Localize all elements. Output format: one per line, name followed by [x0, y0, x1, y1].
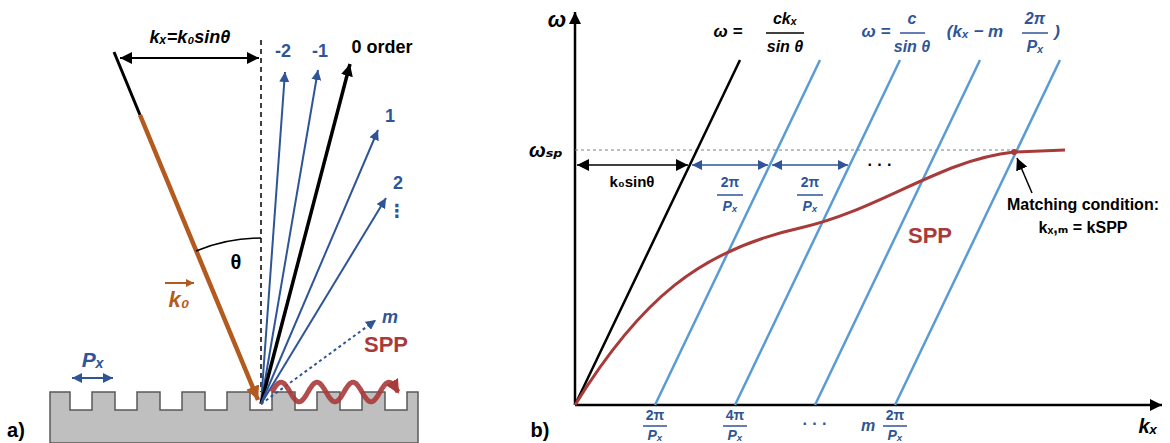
kx-axis	[575, 404, 1162, 407]
fraction-bar	[900, 32, 925, 34]
fraction-bar	[723, 425, 747, 427]
omega-sp-label: ωₛₚ	[529, 139, 563, 161]
matching-point	[1011, 149, 1017, 155]
annotation: kₓ,ₘ = kSPP	[1039, 219, 1128, 237]
omega-axis	[574, 12, 577, 405]
equation-part: ω =	[714, 23, 743, 42]
fraction-part: 2π	[886, 408, 905, 423]
ellipsis: · · ·	[803, 415, 828, 433]
spp-wave	[272, 382, 398, 402]
equation-part: ω =	[862, 23, 891, 42]
fraction-part: Pₓ	[888, 428, 903, 443]
order-label: 0 order	[351, 38, 412, 58]
incident-wavevector	[140, 115, 258, 400]
grating-vector-arrow	[772, 164, 848, 166]
order-label: 1	[385, 107, 395, 127]
fraction-bar	[643, 425, 667, 427]
order-label: -1	[312, 42, 328, 62]
wavevector-component: kₓ=k₀sinθ	[150, 28, 231, 48]
fraction-bar	[766, 32, 804, 34]
fraction-part: m	[861, 417, 875, 435]
k0sin-arrow	[577, 164, 688, 166]
fraction-part: Pₓ	[648, 428, 663, 443]
equation-part: sin θ	[894, 38, 930, 56]
diffraction-order-ray	[261, 198, 386, 404]
fraction-part: Pₓ	[723, 199, 738, 214]
fraction-bar	[717, 194, 743, 196]
equation-part: (kₓ − m	[947, 23, 1003, 42]
fraction-bar	[1022, 32, 1048, 34]
grating-vector-arrow	[692, 164, 768, 166]
diffracted-light-line	[735, 60, 900, 405]
order-label: -2	[275, 42, 291, 62]
equation-part: ckₓ	[773, 10, 797, 28]
fraction-part: 2π	[646, 408, 665, 423]
diffraction-order-ray	[261, 130, 378, 404]
diffraction-order-ray	[261, 70, 318, 404]
diffracted-light-line	[815, 60, 980, 405]
spp-dispersion-curve	[575, 150, 1065, 405]
spp-label: SPP	[908, 224, 952, 248]
light-line	[575, 60, 740, 405]
panel-label: a)	[7, 419, 25, 441]
fraction-bar	[883, 425, 907, 427]
fraction-part: 4π	[726, 408, 745, 423]
kx-dimension-arrow	[120, 57, 259, 59]
diffracted-light-line	[895, 60, 1060, 405]
equation-part: )	[1054, 23, 1060, 42]
fraction-part: 2π	[721, 175, 740, 190]
period-label: Pₓ	[82, 348, 104, 371]
panel-label: b)	[531, 419, 550, 441]
annotation: Matching condition:	[1007, 196, 1159, 214]
metal-grating	[50, 392, 418, 443]
order-label: 2	[393, 174, 403, 194]
ellipsis: · · ·	[868, 156, 893, 174]
axis-label: ω	[548, 8, 566, 32]
omega-sp-level	[575, 150, 1016, 151]
fraction-part: 2π	[801, 175, 820, 190]
period-arrow	[72, 377, 113, 379]
axis-label: kₓ	[1138, 415, 1157, 437]
fraction-bar	[797, 194, 823, 196]
order-label: m	[382, 308, 398, 328]
equation-part: sin θ	[767, 38, 803, 56]
equation-part: c	[908, 10, 917, 28]
vector-arrow	[165, 282, 194, 284]
angle-arc	[196, 238, 261, 251]
equation-part: 2π	[1025, 10, 1045, 28]
wavevector-label: k₀	[169, 288, 190, 312]
angle-symbol: θ	[231, 251, 242, 273]
incident-ray-tail	[114, 52, 140, 115]
equation-part: Pₓ	[1027, 38, 1044, 56]
leader-arrow	[1017, 158, 1032, 193]
spp-label: SPP	[364, 333, 408, 357]
surface-normal	[260, 40, 262, 392]
order-label: ⋮	[388, 202, 406, 222]
dimension-label: k₀sinθ	[610, 174, 655, 191]
fraction-part: Pₓ	[728, 428, 743, 443]
diffracted-light-line	[655, 60, 820, 405]
zero-order-ray	[261, 64, 350, 404]
fraction-part: Pₓ	[803, 199, 818, 214]
